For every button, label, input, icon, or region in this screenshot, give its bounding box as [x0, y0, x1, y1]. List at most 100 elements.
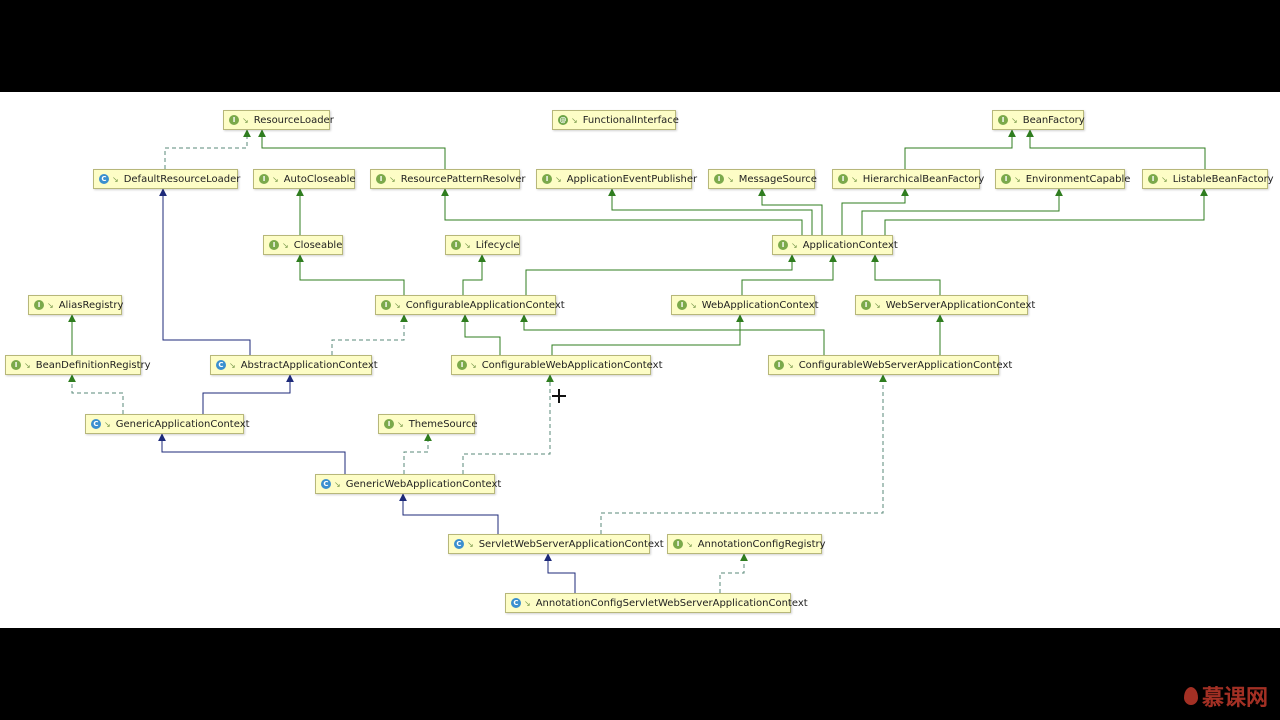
- visibility-icon: ↘: [389, 174, 396, 184]
- watermark-text: 慕课网: [1201, 686, 1268, 711]
- visibility-icon: ↘: [394, 300, 401, 310]
- node-label: WebApplicationContext: [701, 299, 819, 311]
- node-generic-application-context[interactable]: C↘ GenericApplicationContext: [85, 414, 250, 434]
- visibility-icon: ↘: [1161, 174, 1168, 184]
- node-label: ServletWebServerApplicationContext: [478, 538, 664, 550]
- class-badge-icon: C: [511, 598, 521, 608]
- node-label: AbstractApplicationContext: [240, 359, 378, 371]
- class-badge-icon: C: [99, 174, 109, 184]
- interface-badge-icon: I: [11, 360, 21, 370]
- interface-badge-icon: I: [451, 240, 461, 250]
- interface-badge-icon: I: [384, 419, 394, 429]
- interface-badge-icon: I: [673, 539, 683, 549]
- node-annotation-config-registry[interactable]: I↘ AnnotationConfigRegistry: [667, 534, 826, 554]
- node-hierarchical-bean-factory[interactable]: I↘ HierarchicalBeanFactory: [832, 169, 984, 189]
- node-bean-definition-registry[interactable]: I↘ BeanDefinitionRegistry: [5, 355, 151, 375]
- node-label: ApplicationEventPublisher: [566, 173, 698, 185]
- interface-badge-icon: I: [269, 240, 279, 250]
- node-theme-source[interactable]: I↘ThemeSource: [378, 414, 478, 434]
- visibility-icon: ↘: [467, 539, 474, 549]
- interface-badge-icon: I: [998, 115, 1008, 125]
- interface-badge-icon: I: [259, 174, 269, 184]
- visibility-icon: ↘: [555, 174, 562, 184]
- class-badge-icon: C: [91, 419, 101, 429]
- node-lifecycle[interactable]: I↘ Lifecycle: [445, 235, 520, 255]
- node-label: ConfigurableApplicationContext: [405, 299, 565, 311]
- interface-badge-icon: I: [457, 360, 467, 370]
- visibility-icon: ↘: [464, 240, 471, 250]
- node-label: Lifecycle: [475, 239, 520, 251]
- interface-badge-icon: I: [34, 300, 44, 310]
- node-label: BeanFactory: [1022, 114, 1085, 126]
- node-application-context[interactable]: I↘ ApplicationContext: [772, 235, 898, 255]
- visibility-icon: ↘: [791, 240, 798, 250]
- node-environment-capable[interactable]: I↘ EnvironmentCapable: [995, 169, 1130, 189]
- node-bean-factory[interactable]: I↘ BeanFactory: [992, 110, 1085, 130]
- crosshair-cursor-icon: [552, 389, 566, 403]
- interface-badge-icon: I: [1001, 174, 1011, 184]
- visibility-icon: ↘: [1014, 174, 1021, 184]
- visibility-icon: ↘: [24, 360, 31, 370]
- node-label: GenericWebApplicationContext: [345, 478, 502, 490]
- node-web-application-context[interactable]: I↘WebApplicationContext: [671, 295, 819, 315]
- visibility-icon: ↘: [242, 115, 249, 125]
- node-label: DefaultResourceLoader: [123, 173, 241, 185]
- node-listable-bean-factory[interactable]: I↘ListableBeanFactory: [1142, 169, 1274, 189]
- visibility-icon: ↘: [524, 598, 531, 608]
- node-configurable-application-context[interactable]: I↘ConfigurableApplicationContext: [375, 295, 565, 315]
- node-generic-web-application-context[interactable]: C↘ GenericWebApplicationContext: [315, 474, 501, 494]
- interface-badge-icon: I: [542, 174, 552, 184]
- visibility-icon: ↘: [397, 419, 404, 429]
- node-application-event-publisher[interactable]: I↘ ApplicationEventPublisher: [536, 169, 697, 189]
- interface-badge-icon: I: [838, 174, 848, 184]
- visibility-icon: ↘: [1011, 115, 1018, 125]
- flame-logo-icon: [1183, 687, 1198, 705]
- node-default-resource-loader[interactable]: C↘ DefaultResourceLoader: [93, 169, 241, 189]
- node-message-source[interactable]: I↘MessageSource: [708, 169, 817, 189]
- visibility-icon: ↘: [282, 240, 289, 250]
- node-resource-pattern-resolver[interactable]: I↘ResourcePatternResolver: [370, 169, 525, 189]
- node-configurable-web-server-application-context[interactable]: I↘ConfigurableWebServerApplicationContex…: [768, 355, 1012, 375]
- visibility-icon: ↘: [787, 360, 794, 370]
- node-label: ApplicationContext: [802, 239, 898, 251]
- node-servlet-web-server-application-context[interactable]: C↘ ServletWebServerApplicationContext: [448, 534, 664, 554]
- node-label: GenericApplicationContext: [115, 418, 250, 430]
- node-label: AnnotationConfigRegistry: [697, 538, 826, 550]
- node-closeable[interactable]: I↘ Closeable: [263, 235, 343, 255]
- node-label: AnnotationConfigServletWebServerApplicat…: [535, 597, 808, 609]
- interface-badge-icon: I: [229, 115, 239, 125]
- node-label: BeanDefinitionRegistry: [35, 359, 151, 371]
- node-web-server-application-context[interactable]: I↘WebServerApplicationContext: [855, 295, 1035, 315]
- node-label: ResourcePatternResolver: [400, 173, 526, 185]
- visibility-icon: ↘: [571, 115, 578, 125]
- node-label: EnvironmentCapable: [1025, 173, 1131, 185]
- annotation-badge-icon: @: [558, 115, 568, 125]
- node-abstract-application-context[interactable]: C↘AbstractApplicationContext: [210, 355, 378, 375]
- node-label: Closeable: [293, 239, 343, 251]
- node-auto-closeable[interactable]: I↘AutoCloseable: [253, 169, 356, 189]
- node-configurable-web-application-context[interactable]: I↘ConfigurableWebApplicationContext: [451, 355, 663, 375]
- class-badge-icon: C: [454, 539, 464, 549]
- visibility-icon: ↘: [686, 539, 693, 549]
- node-resource-loader[interactable]: I↘ResourceLoader: [223, 110, 334, 130]
- node-alias-registry[interactable]: I↘AliasRegistry: [28, 295, 123, 315]
- visibility-icon: ↘: [690, 300, 697, 310]
- node-annotation-config-servlet-web-server-application-context[interactable]: C↘ AnnotationConfigServletWebServerApplic…: [505, 593, 808, 613]
- visibility-icon: ↘: [334, 479, 341, 489]
- interface-badge-icon: I: [778, 240, 788, 250]
- visibility-icon: ↘: [874, 300, 881, 310]
- visibility-icon: ↘: [104, 419, 111, 429]
- node-label: HierarchicalBeanFactory: [862, 173, 985, 185]
- visibility-icon: ↘: [727, 174, 734, 184]
- visibility-icon: ↘: [112, 174, 119, 184]
- class-badge-icon: C: [321, 479, 331, 489]
- interface-badge-icon: I: [714, 174, 724, 184]
- node-label: AutoCloseable: [283, 173, 356, 185]
- node-label: ListableBeanFactory: [1172, 173, 1274, 185]
- node-label: ConfigurableWebServerApplicationContext: [798, 359, 1013, 371]
- visibility-icon: ↘: [229, 360, 236, 370]
- node-functional-interface[interactable]: @↘ FunctionalInterface: [552, 110, 679, 130]
- visibility-icon: ↘: [851, 174, 858, 184]
- node-label: WebServerApplicationContext: [885, 299, 1036, 311]
- node-label: FunctionalInterface: [582, 114, 679, 126]
